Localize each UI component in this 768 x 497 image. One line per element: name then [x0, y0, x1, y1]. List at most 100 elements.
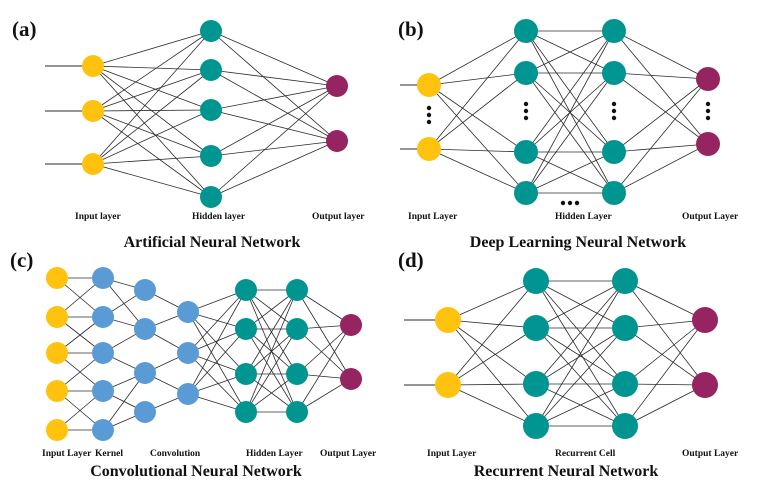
panel-a-title: Artificial Neural Network	[124, 234, 301, 251]
connection-line	[428, 84, 527, 194]
connection-line	[428, 30, 527, 86]
connection-line	[613, 72, 709, 80]
connection-line	[624, 319, 706, 329]
hidden-neuron	[286, 279, 308, 301]
output-neuron	[340, 314, 362, 336]
connection-line	[613, 78, 709, 194]
hidden-neuron	[235, 279, 257, 301]
connection-line	[92, 163, 212, 198]
output-neuron	[326, 130, 348, 152]
kernel-neuron	[92, 306, 114, 328]
connection-line	[92, 110, 212, 198]
connection-line	[210, 85, 338, 157]
convolution-neuron	[134, 279, 156, 301]
connection-line	[447, 280, 537, 386]
input-neuron	[435, 372, 461, 398]
ellipsis-dot	[567, 200, 573, 206]
connection-line	[92, 69, 212, 112]
output-neuron	[696, 67, 720, 91]
connection-line	[535, 383, 626, 427]
convolution-neuron	[177, 342, 199, 364]
connection-line	[613, 30, 709, 145]
hidden-neuron	[286, 401, 308, 423]
recurrent-neuron	[523, 371, 549, 397]
connection-line	[92, 69, 212, 165]
panel-a-input-label: Input layer	[75, 212, 121, 222]
connection-line	[245, 289, 298, 413]
ellipsis-dot	[705, 108, 711, 114]
connection-line	[613, 30, 709, 80]
hidden-neuron	[200, 99, 222, 121]
connection-line	[525, 30, 615, 74]
connection-line	[92, 65, 212, 157]
recurrent-neuron	[612, 371, 638, 397]
connection-line	[447, 327, 537, 386]
ellipsis-dot	[523, 101, 529, 107]
ellipsis-dot	[560, 200, 566, 206]
connection-line	[296, 324, 352, 413]
hidden-neuron	[200, 145, 222, 167]
connection-line	[210, 30, 338, 87]
connection-line	[428, 84, 527, 153]
panel-a-hidden-label: Hidden layer	[192, 212, 246, 222]
recurrent-neuron	[612, 268, 638, 294]
hidden-neuron	[200, 186, 222, 208]
output-neuron	[692, 372, 718, 398]
connection-line	[210, 69, 338, 87]
input-neuron	[46, 419, 68, 441]
connection-line	[210, 85, 338, 198]
connection-line	[296, 289, 352, 380]
panel-d-tag: (d)	[398, 248, 424, 272]
connection-line	[624, 319, 706, 385]
ellipsis-dot	[611, 115, 617, 121]
hidden-neuron	[235, 401, 257, 423]
input-neuron	[46, 380, 68, 402]
panel-c-hidden-label: Hidden Layer	[246, 449, 304, 459]
ellipsis-dot	[426, 105, 432, 111]
connection-line	[624, 383, 706, 386]
ellipsis-dot	[574, 200, 580, 206]
connection-line	[535, 280, 626, 329]
connection-line	[428, 30, 527, 150]
connection-line	[210, 69, 338, 142]
connection-line	[296, 328, 352, 380]
panel-c-title: Convolutional Neural Network	[90, 463, 302, 480]
recurrent-neuron	[523, 268, 549, 294]
panel-d-recurrent-label: Recurrent Cell	[555, 449, 616, 459]
recurrent-neuron	[523, 413, 549, 439]
connection-line	[210, 85, 338, 111]
ellipsis-dot	[426, 112, 432, 118]
connection-line	[92, 109, 212, 165]
connection-line	[92, 155, 212, 165]
input-neuron	[417, 137, 441, 161]
hidden-neuron	[514, 181, 538, 205]
connection-line	[447, 383, 537, 386]
hidden-neuron	[235, 318, 257, 340]
connection-line	[92, 30, 212, 112]
panel-c-input-label: Input Layer	[42, 449, 92, 459]
ellipsis-dot	[705, 101, 711, 107]
hidden-neuron	[235, 363, 257, 385]
connection-line	[525, 30, 615, 153]
connection-line	[535, 327, 626, 385]
connection-line	[447, 319, 537, 427]
neurons	[46, 19, 720, 441]
connection-line	[535, 280, 626, 385]
connection-line	[447, 280, 537, 321]
connection-line	[428, 72, 527, 86]
input-neuron	[417, 73, 441, 97]
recurrent-neuron	[523, 315, 549, 341]
connection-line	[624, 327, 706, 386]
connection-line	[187, 352, 247, 413]
panel-c-convolution-label: Convolution	[150, 449, 201, 459]
panel-a-output-label: Output layer	[312, 212, 365, 222]
connection-line	[92, 109, 212, 112]
connection-line	[187, 289, 247, 354]
connection-line	[525, 72, 615, 194]
connection-line	[428, 72, 527, 150]
connection-line	[535, 327, 626, 427]
input-neuron	[82, 153, 104, 175]
connection-line	[447, 384, 537, 427]
